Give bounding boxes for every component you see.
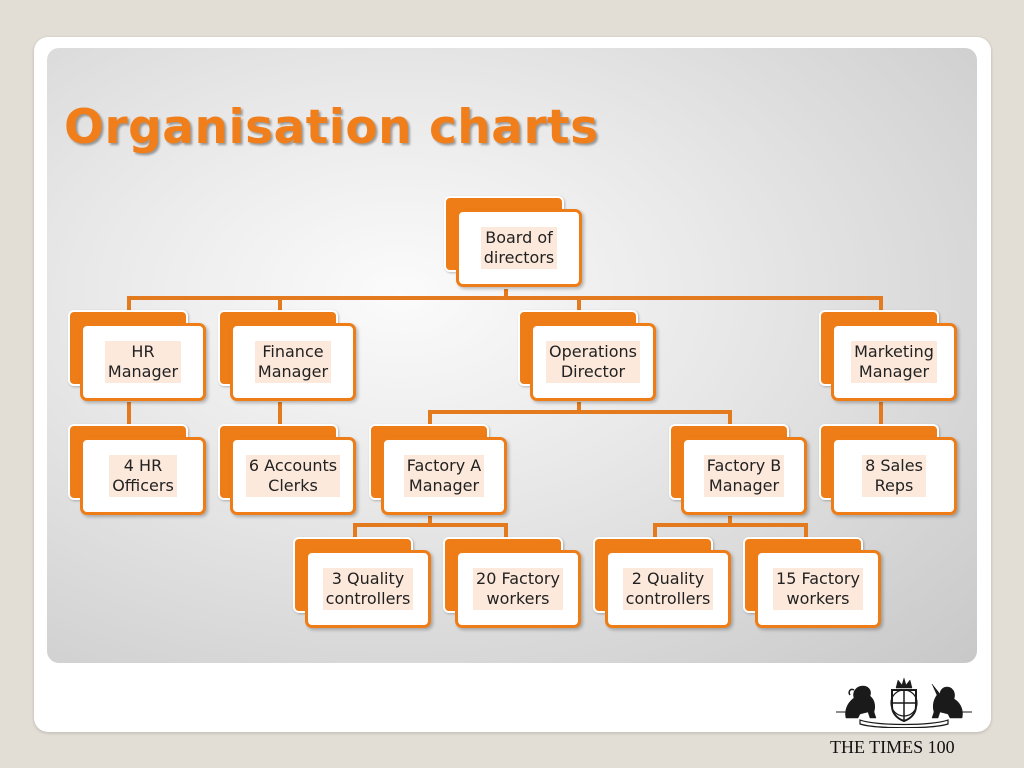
node-label: Factory B Manager [703,455,785,497]
connector-to-sales-reps [879,402,883,424]
connector-board-down [504,289,508,299]
connector-level1-bar [127,296,883,300]
node-box: Operations Director [530,323,656,401]
node-hr-manager: HR Manager [68,310,206,401]
connector-to-a-factory-workers [504,523,508,537]
node-box: Board of directors [456,209,582,287]
node-label: Marketing Manager [851,341,937,383]
node-box: Factory A Manager [381,437,507,515]
connector-to-marketing-manager [879,296,883,310]
node-hr-officers: 4 HR Officers [68,424,206,515]
node-factory-b-manager: Factory B Manager [669,424,807,515]
node-box: HR Manager [80,323,206,401]
footer-brand: THE TIMES 100 [830,737,955,757]
node-sales-reps: 8 Sales Reps [819,424,957,515]
node-label: 15 Factory workers [773,568,863,610]
node-label: 3 Quality controllers [322,568,414,610]
node-label: HR Manager [104,341,182,383]
connector-level3a-bar [353,523,508,527]
node-marketing-manager: Marketing Manager [819,310,957,401]
node-box: 6 Accounts Clerks [230,437,356,515]
node-box: 20 Factory workers [455,550,581,628]
node-label: Operations Director [546,341,640,383]
connector-to-hr-manager [127,296,131,310]
connector-to-hr-officers [127,402,131,424]
node-label: 6 Accounts Clerks [245,455,341,497]
node-label: 2 Quality controllers [622,568,714,610]
connector-factory-a-down [428,516,432,526]
node-label: 8 Sales Reps [862,455,926,497]
node-finance-manager: Finance Manager [218,310,356,401]
connector-to-operations-director [577,296,581,310]
node-box: Finance Manager [230,323,356,401]
node-box: 15 Factory workers [755,550,881,628]
node-board-of-directors: Board of directors [444,196,582,287]
node-a-factory-workers: 20 Factory workers [443,537,581,628]
node-box: 8 Sales Reps [831,437,957,515]
connector-to-accounts-clerks [278,402,282,424]
node-label: Factory A Manager [403,455,485,497]
node-accounts-clerks: 6 Accounts Clerks [218,424,356,515]
connector-to-a-quality-controllers [353,523,357,537]
node-box: 4 HR Officers [80,437,206,515]
node-factory-a-manager: Factory A Manager [369,424,507,515]
connector-operations-down [577,402,581,412]
times-crest-logo [836,677,972,728]
node-a-quality-controllers: 3 Quality controllers [293,537,431,628]
node-label: 20 Factory workers [473,568,563,610]
node-b-quality-controllers: 2 Quality controllers [593,537,731,628]
node-label: Board of directors [480,227,558,269]
node-box: 2 Quality controllers [605,550,731,628]
node-label: Finance Manager [254,341,332,383]
node-box: Marketing Manager [831,323,957,401]
node-box: Factory B Manager [681,437,807,515]
connector-factory-b-down [728,516,732,526]
node-operations-director: Operations Director [518,310,656,401]
node-label: 4 HR Officers [109,455,177,497]
connector-to-b-quality-controllers [653,523,657,537]
connector-to-factory-b-manager [728,410,732,424]
node-box: 3 Quality controllers [305,550,431,628]
connector-to-factory-a-manager [428,410,432,424]
connector-to-b-factory-workers [804,523,808,537]
connector-to-finance-manager [278,296,282,310]
connector-level3b-bar [653,523,808,527]
slide-title: Organisation charts [64,100,599,155]
connector-level2-bar [428,410,732,414]
node-b-factory-workers: 15 Factory workers [743,537,881,628]
